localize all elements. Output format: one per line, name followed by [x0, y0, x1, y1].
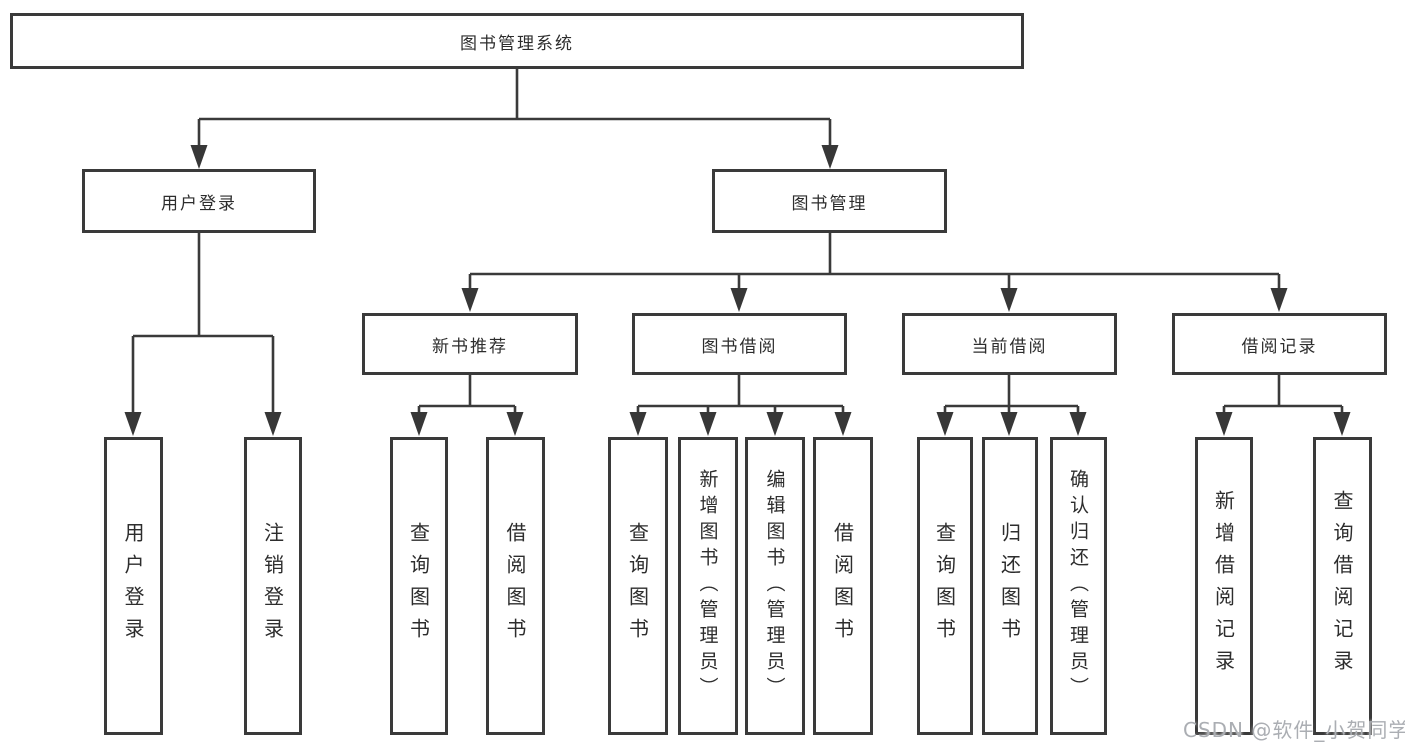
node-label: 编辑图书（管理员） [763, 469, 786, 703]
node-label: 注销登录 [260, 522, 285, 650]
node-label: 查询借阅记录 [1330, 490, 1354, 682]
leaf-query-borrow-record: 查询借阅记录 [1313, 437, 1372, 735]
leaf-confirm-return-admin: 确认归还（管理员） [1050, 437, 1107, 735]
leaf-add-books-admin: 新增图书（管理员） [678, 437, 738, 735]
node-label: 当前借阅 [971, 336, 1048, 357]
connector-user-login-children [124, 233, 282, 436]
leaf-query-books-current: 查询图书 [917, 437, 973, 735]
leaf-query-books-borrowing: 查询图书 [608, 437, 668, 735]
node-book-management: 图书管理 [712, 169, 947, 233]
node-current-borrowing: 当前借阅 [902, 313, 1117, 375]
leaf-borrow-books-borrowing: 借阅图书 [813, 437, 873, 735]
leaf-user-login: 用户登录 [104, 437, 163, 735]
node-label: 查询图书 [932, 522, 957, 650]
node-label: 借阅图书 [830, 522, 855, 650]
node-label: 用户登录 [161, 193, 237, 214]
node-label: 查询图书 [406, 522, 431, 650]
leaf-query-books-recommend: 查询图书 [390, 437, 448, 735]
connector-new-book-recommend-children [410, 375, 524, 436]
leaf-return-books: 归还图书 [982, 437, 1038, 735]
leaf-logout-login: 注销登录 [244, 437, 302, 735]
leaf-edit-books-admin: 编辑图书（管理员） [745, 437, 805, 735]
connector-book-management-children [461, 233, 1288, 312]
connector-book-borrowing-children [629, 375, 852, 436]
node-label: 新增图书（管理员） [696, 469, 719, 703]
node-label: 用户登录 [121, 522, 145, 650]
node-user-login: 用户登录 [82, 169, 316, 233]
node-label: 图书管理系统 [460, 33, 574, 54]
leaf-add-borrow-record: 新增借阅记录 [1195, 437, 1253, 735]
connector-root-to-level2 [190, 69, 839, 169]
node-borrowing-records: 借阅记录 [1172, 313, 1387, 375]
node-label: 归还图书 [997, 522, 1022, 650]
csdn-watermark: CSDN @软件_小贺同学 [1183, 718, 1405, 742]
node-label: 新增借阅记录 [1211, 490, 1236, 682]
connector-borrowing-records-children [1215, 375, 1351, 436]
node-label: 借阅图书 [503, 522, 527, 650]
node-label: 查询图书 [625, 522, 650, 650]
node-label: 确认归还（管理员） [1067, 469, 1089, 703]
node-label: 新书推荐 [432, 336, 508, 357]
node-library-management-system: 图书管理系统 [10, 13, 1024, 69]
node-label: 借阅记录 [1241, 336, 1318, 357]
node-book-borrowing: 图书借阅 [632, 313, 847, 375]
node-label: 图书管理 [791, 193, 868, 214]
connector-current-borrowing-children [936, 375, 1087, 436]
node-new-book-recommend: 新书推荐 [362, 313, 578, 375]
node-label: 图书借阅 [701, 336, 778, 357]
leaf-borrow-books-recommend: 借阅图书 [486, 437, 545, 735]
